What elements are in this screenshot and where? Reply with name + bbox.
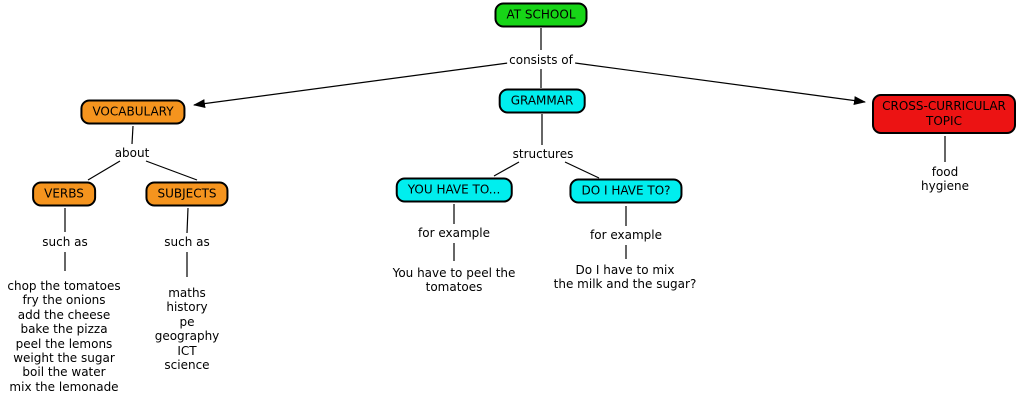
edge-about-verbs — [87, 160, 121, 181]
edge-about-subjects — [145, 160, 198, 181]
link-label-structures[interactable]: structures — [510, 147, 576, 161]
node-grammar[interactable]: GRAMMAR — [498, 88, 586, 114]
link-label-about[interactable]: about — [112, 146, 152, 160]
link-label-such-as-subjects[interactable]: such as — [162, 235, 212, 249]
node-verbs[interactable]: VERBS — [32, 181, 96, 207]
edge-consistsof-vocabulary — [193, 62, 509, 109]
node-at-school[interactable]: AT SCHOOL — [494, 2, 588, 28]
edge-vocabulary-about — [131, 125, 134, 145]
edge-structures-youhaveto — [493, 161, 520, 177]
leaf-you-have-to-example[interactable]: You have to peel the tomatoes — [392, 266, 516, 295]
link-label-consists-of[interactable]: consists of — [507, 53, 575, 67]
link-label-such-as-verbs[interactable]: such as — [40, 235, 90, 249]
link-label-for-example-you-have-to[interactable]: for example — [416, 226, 492, 240]
link-label-for-example-do-i-have-to[interactable]: for example — [588, 228, 664, 242]
node-subjects[interactable]: SUBJECTS — [145, 181, 229, 207]
node-vocabulary[interactable]: VOCABULARY — [80, 99, 186, 125]
leaf-do-i-have-to-example[interactable]: Do I have to mix the milk and the sugar? — [553, 263, 697, 292]
edge-structures-doihaveto — [564, 161, 600, 179]
node-you-have-to[interactable]: YOU HAVE TO... — [395, 177, 513, 203]
edge-consistsof-crosscurricular — [574, 62, 866, 105]
leaf-food-hygiene[interactable]: food hygiene — [920, 165, 970, 194]
edge-subjects-suchas — [186, 207, 189, 234]
node-cross-curricular-topic[interactable]: CROSS-CURRICULAR TOPIC — [872, 94, 1016, 134]
node-do-i-have-to[interactable]: DO I HAVE TO? — [569, 178, 683, 204]
